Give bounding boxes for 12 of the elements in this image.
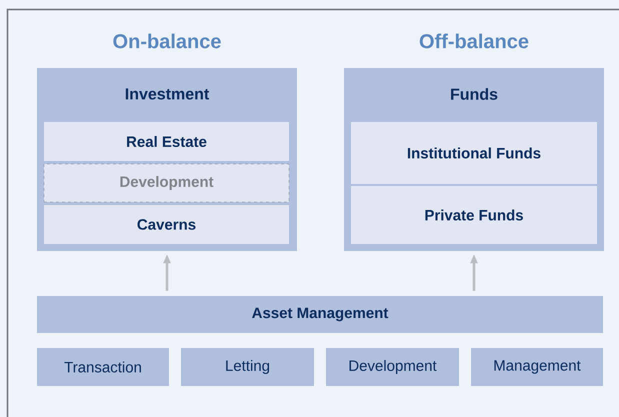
service-box: Development	[326, 348, 459, 386]
item-box: Real Estate	[44, 122, 289, 161]
item-box: Private Funds	[351, 186, 597, 244]
service-box: Transaction	[37, 348, 169, 386]
item-box: Caverns	[44, 205, 289, 244]
bar-box: Asset Management	[37, 296, 603, 333]
node-label: Off-balance	[420, 34, 528, 48]
service-box: Letting	[181, 348, 314, 386]
item-box: Institutional Funds	[351, 122, 597, 184]
optional-box: Development	[44, 164, 290, 202]
service-box: Management	[471, 348, 603, 386]
node-label: On-balance	[113, 34, 221, 48]
